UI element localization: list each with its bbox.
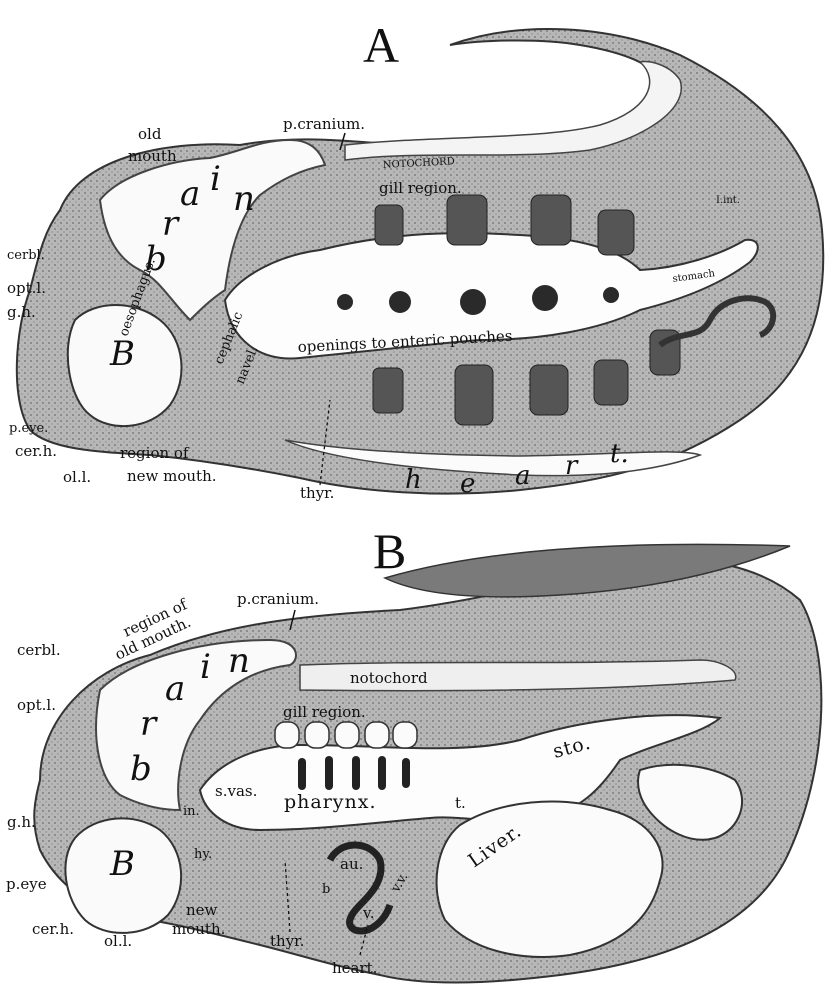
label-old-mouth-2: mouth [128, 147, 177, 165]
label-a-cer-h: cer.h. [15, 442, 57, 460]
brain-letter-a-0: b [145, 239, 167, 279]
heart-letter-2: a [515, 461, 531, 491]
label-b-notochord: notochord [350, 669, 428, 687]
panel-b-letter: B [373, 523, 406, 579]
label-region-of: region of [120, 444, 190, 462]
label-b-pharynx: pharynx. [284, 791, 377, 813]
label-b-opt-l: opt.l. [17, 696, 56, 714]
brain-letter-a-1: r [162, 204, 180, 244]
label-b-heart: heart. [332, 959, 377, 977]
label-b-hy: hy. [194, 847, 212, 862]
brain-letter-b-0: b [130, 749, 152, 789]
label-gill-region: gill region. [379, 179, 462, 197]
label-a-cerbl: cerbl. [7, 248, 45, 263]
label-b-gh: g.h. [7, 813, 36, 831]
brain-letter-b-2: a [165, 669, 185, 709]
label-b-cer-h: cer.h. [32, 920, 74, 938]
label-l-int: I.int. [716, 195, 740, 206]
label-a-thyr: thyr. [300, 484, 334, 502]
heart-letter-3: r [565, 451, 579, 481]
label-b-gill-region: gill region. [283, 703, 366, 721]
label-b-cerbl: cerbl. [17, 641, 61, 659]
label-a-opt-l: opt.l. [7, 279, 46, 297]
brain-letter-b-3: i [200, 647, 211, 687]
brain-letter-a-2: a [180, 174, 200, 214]
panel-a: A [7, 17, 823, 502]
brain-letter-a-3: i [210, 159, 221, 199]
label-a-ol-l: ol.l. [63, 468, 91, 486]
label-b-new: new [186, 901, 218, 919]
label-b-p-cranium: p.cranium. [237, 590, 319, 608]
panel-a-letter: A [363, 17, 399, 73]
label-a-B: B [109, 334, 135, 374]
heart-letter-0: h [405, 465, 422, 495]
label-b-in: in. [183, 804, 200, 819]
label-b-s-vas: s.vas. [215, 782, 257, 800]
label-new-mouth: new mouth. [127, 467, 217, 485]
brain-letter-b-1: r [140, 704, 158, 744]
label-b-thyr: thyr. [270, 932, 304, 950]
label-b-mouth: mouth. [172, 920, 225, 938]
label-b-v: v. [362, 904, 374, 922]
label-a-gh: g.h. [7, 303, 36, 321]
brain-letter-b-4: n [228, 641, 250, 681]
brain-letter-a-4: n [233, 179, 255, 219]
heart-letter-1: e [460, 469, 475, 499]
label-b-ol-l: ol.l. [104, 932, 132, 950]
label-p-cranium: p.cranium. [283, 115, 365, 133]
label-b-p-eye: p.eye [6, 875, 47, 893]
heart-letter-4: t. [610, 439, 629, 469]
label-b-au: au. [340, 855, 363, 873]
label-old-mouth-1: old [138, 125, 162, 143]
panel-b: B [6, 523, 821, 983]
label-a-p-eye: p.eye. [9, 421, 48, 436]
panel-b-gill-arches [275, 722, 417, 748]
label-b-t: t. [455, 794, 466, 812]
label-b-B: B [109, 844, 135, 884]
label-b-b: b [322, 882, 330, 897]
